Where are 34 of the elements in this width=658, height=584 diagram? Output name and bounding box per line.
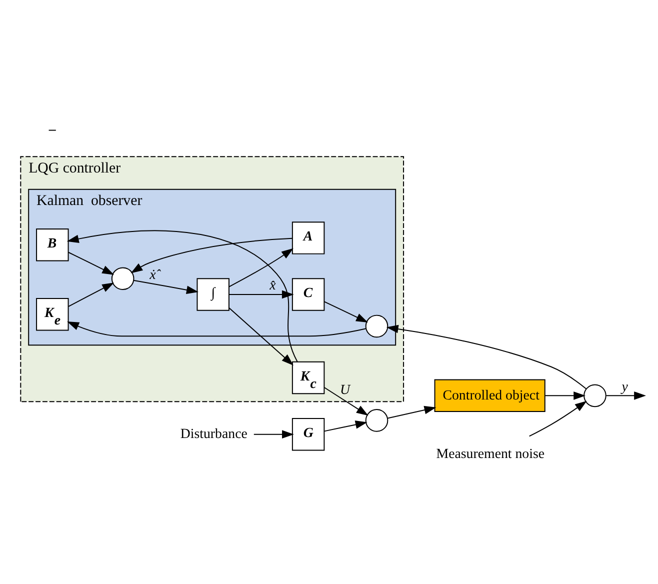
arrow	[228, 290, 294, 298]
arrow	[66, 230, 298, 362]
arrow	[228, 248, 294, 287]
arrow	[606, 390, 646, 400]
edge-label: y	[622, 379, 628, 394]
arrow	[544, 390, 586, 400]
edge-label: x̂	[270, 278, 276, 294]
node-box: G	[292, 417, 325, 450]
arrow	[324, 420, 368, 432]
arrow	[130, 237, 293, 273]
arrow	[133, 279, 198, 294]
node-box: Controlled object	[434, 378, 546, 412]
label: –	[48, 122, 56, 137]
arrow	[324, 300, 368, 322]
node-circle	[584, 384, 606, 407]
node-circle	[365, 314, 388, 338]
node-box: ∫	[196, 278, 230, 310]
node-circle	[111, 266, 134, 290]
arrow	[68, 282, 114, 306]
arrow	[67, 320, 366, 336]
arrow	[387, 405, 436, 418]
arrow	[324, 386, 368, 416]
node-box: A	[292, 221, 325, 254]
node-text: Disturbance	[180, 426, 248, 442]
arrow	[68, 251, 114, 274]
node-box: C	[292, 278, 325, 310]
node-circle	[365, 408, 388, 432]
arrow	[528, 400, 587, 436]
arrow	[386, 324, 587, 389]
arrow	[228, 306, 294, 365]
node-box: B	[36, 228, 69, 261]
arrow	[253, 430, 294, 438]
node-text: Measurement noise	[436, 446, 545, 462]
edge-label: U	[340, 382, 350, 398]
